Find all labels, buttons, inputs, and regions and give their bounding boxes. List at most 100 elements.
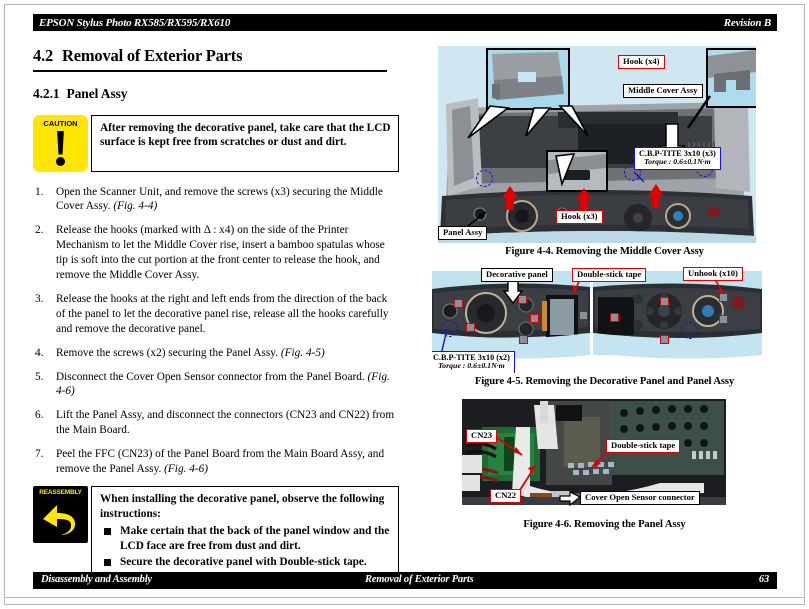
figure-4-6-photo: CN23 CN22 Double-stick tape Cover Open S… [460, 397, 728, 516]
reassembly-text: When installing the decorative panel, ob… [91, 486, 399, 578]
screw-marker-2 [624, 164, 641, 181]
inset-hook-closeup [486, 48, 570, 110]
footer-section: Removal of Exterior Parts [365, 574, 474, 585]
reassembly-bullet-2: Secure the decorative panel with Double-… [100, 555, 391, 570]
section-title: Removal of Exterior Parts [62, 46, 243, 65]
label-cn22: CN22 [490, 489, 522, 503]
caution-text: After removing the decorative panel, tak… [91, 114, 399, 172]
step-number: 3. [35, 292, 44, 305]
screw-marker-1 [476, 170, 493, 187]
step-7: 7. Peel the FFC (CN23) of the Panel Board… [33, 447, 399, 477]
subsection-number: 4.2.1 [33, 85, 60, 101]
step-2: 2. Release the hooks (marked with Δ : x4)… [33, 223, 399, 283]
unhook-marker-4 [530, 314, 539, 323]
reassembly-lead: When installing the decorative panel, ob… [100, 493, 385, 520]
step-number: 1. [35, 185, 44, 198]
unhook-marker-1 [454, 299, 463, 308]
step-text: Remove the screws (x2) securing the Pane… [56, 346, 279, 359]
hook-arrows [459, 123, 686, 233]
label-decorative-panel: Decorative panel [481, 268, 553, 282]
label-cover-open-sensor-connector: Cover Open Sensor connector [580, 491, 700, 505]
unhook-marker-6 [579, 311, 588, 320]
label-panel-assy: Panel Assy [438, 226, 488, 240]
step-number: 4. [35, 346, 44, 359]
unhook-marker-3 [518, 295, 527, 304]
screw-spec-line1: C.B.P-TITE 3x10 (x2) [433, 353, 510, 362]
unhook-marker-9 [660, 335, 669, 344]
right-column: Hook (x4) Middle Cover Assy C.B.P-TITE 3… [432, 46, 777, 534]
section-number: 4.2 [33, 46, 54, 65]
step-number: 5. [35, 370, 44, 383]
footer-chapter: Disassembly and Assembly [41, 574, 152, 585]
figure-4-5-photo: Decorative panel Double-stick tape Unhoo… [432, 267, 762, 373]
inset-right-hook [706, 48, 756, 108]
unhook-marker-10 [719, 315, 728, 324]
figure-4-6: CN23 CN22 Double-stick tape Cover Open S… [432, 397, 777, 530]
unhook-marker-2 [466, 323, 475, 332]
label-double-stick-tape-fig46: Double-stick tape [606, 439, 681, 453]
step-1: 1. Open the Scanner Unit, and remove the … [33, 185, 399, 215]
page-footer: Disassembly and Assembly Removal of Exte… [33, 572, 777, 589]
page-header: EPSON Stylus Photo RX585/RX595/RX610 Rev… [33, 14, 777, 31]
figure-4-6-caption: Figure 4-6. Removing the Panel Assy [523, 519, 686, 530]
exclamation-icon [56, 130, 65, 166]
left-column: 4.2 Removal of Exterior Parts 4.2.1 Panel … [33, 46, 399, 578]
subsection-heading: 4.2.1 Panel Assy [33, 86, 399, 102]
label-middle-cover-assy: Middle Cover Assy [623, 84, 703, 98]
step-6: 6. Lift the Panel Assy, and disconnect th… [33, 408, 399, 438]
figure-4-4-photo: Hook (x4) Middle Cover Assy C.B.P-TITE 3… [438, 46, 756, 243]
step-4: 4. Remove the screws (x2) securing the Pa… [33, 346, 399, 361]
step-text: Lift the Panel Assy, and disconnect the … [56, 409, 395, 437]
label-double-stick-tape-fig45: Double-stick tape [572, 268, 647, 282]
step-number: 6. [35, 409, 44, 422]
label-screw-spec-fig44: C.B.P-TITE 3x10 (x3) Torque : 0.6±0.1N·m [634, 147, 721, 171]
reassembly-icon: REASSEMBLY [33, 486, 88, 543]
reassembly-bullet-list: Make certain that the back of the panel … [100, 524, 391, 570]
step-number: 2. [35, 224, 44, 237]
reassembly-bullet-1: Make certain that the back of the panel … [100, 524, 391, 554]
subsection-title: Panel Assy [66, 85, 128, 101]
step-3: 3. Release the hooks at the right and lef… [33, 292, 399, 337]
step-figure-ref: (Fig. 4-6) [56, 370, 390, 398]
footer-rule [4, 597, 805, 598]
section-heading: 4.2 Removal of Exterior Parts [33, 46, 399, 70]
step-figure-ref: (Fig. 4-4) [113, 200, 158, 213]
reassembly-icon-label: REASSEMBLY [39, 489, 82, 496]
step-number: 7. [35, 448, 44, 461]
screw-spec-line2: Torque : 0.6±0.1N·m [644, 157, 711, 167]
procedure-steps: 1. Open the Scanner Unit, and remove the … [33, 185, 399, 478]
caution-icon-label: CAUTION [43, 118, 78, 128]
screw-spec-line2: Torque : 0.6±0.1N·m [438, 361, 505, 371]
step-text: Open the Scanner Unit, and remove the sc… [56, 185, 383, 213]
label-unhook-x10: Unhook (x10) [683, 267, 743, 281]
inset-pointer-tails [467, 95, 712, 187]
section-heading-rule [33, 70, 387, 72]
footer-page-number: 63 [758, 574, 769, 585]
header-product-title: EPSON Stylus Photo RX585/RX595/RX610 [39, 16, 231, 29]
screw-marker-fig45-2 [681, 322, 698, 339]
figure-4-4: Hook (x4) Middle Cover Assy C.B.P-TITE 3… [432, 46, 777, 257]
step-5: 5. Disconnect the Cover Open Sensor conne… [33, 370, 399, 400]
header-revision: Revision B [723, 16, 771, 29]
figure-4-4-caption: Figure 4-4. Removing the Middle Cover As… [505, 246, 704, 257]
step-figure-ref: (Fig. 4-6) [164, 463, 209, 476]
caution-icon: CAUTION [33, 114, 88, 172]
screw-marker-fig45-1 [441, 320, 458, 337]
figure-4-5-caption: Figure 4-5. Removing the Decorative Pane… [474, 376, 735, 387]
step-figure-ref: (Fig. 4-5) [280, 346, 325, 359]
step-text: Release the hooks at the right and left … [56, 292, 389, 335]
unhook-marker-7 [610, 313, 619, 322]
reassembly-note: REASSEMBLY When installing the decorativ… [33, 486, 399, 578]
label-hook-x3: Hook (x3) [556, 210, 603, 224]
step-text: Release the hooks (marked with Δ : x4) o… [56, 224, 385, 282]
step-text: Peel the FFC (CN23) of the Panel Board f… [56, 448, 385, 476]
figure-4-5: Decorative panel Double-stick tape Unhoo… [432, 267, 777, 387]
caution-note: CAUTION After removing the decorative pa… [33, 114, 399, 172]
unhook-marker-8 [660, 297, 669, 306]
figure-4-5-leaders [440, 277, 725, 356]
step-text: Disconnect the Cover Open Sensor connect… [56, 370, 365, 383]
label-cn23: CN23 [466, 429, 498, 443]
unhook-marker-5 [519, 335, 528, 344]
screw-spec-line1: C.B.P-TITE 3x10 (x3) [639, 149, 716, 158]
